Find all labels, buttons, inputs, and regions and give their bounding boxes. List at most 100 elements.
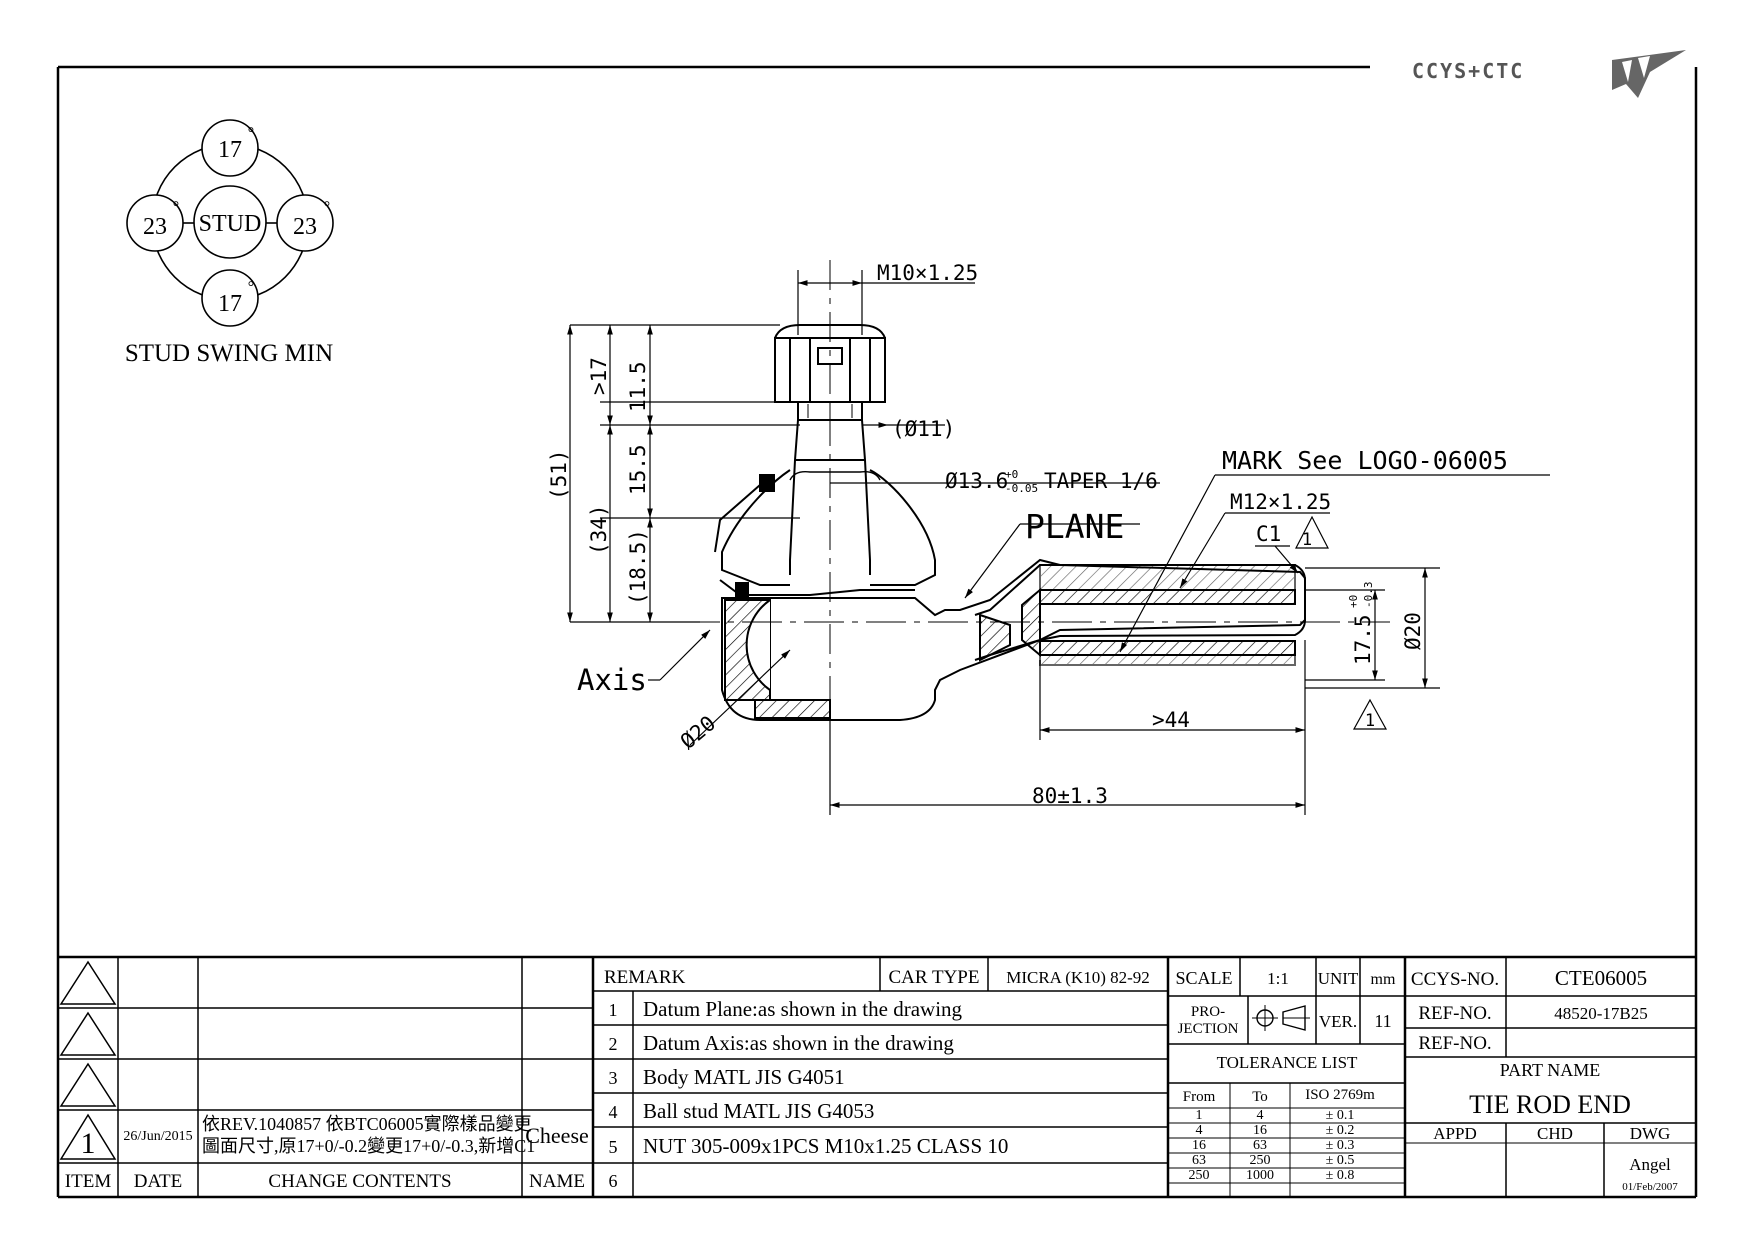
- dim-gt44: >44: [1152, 708, 1190, 732]
- swing-bottom-angle: 17: [218, 291, 242, 317]
- remark-text: Datum Plane:as shown in the drawing: [643, 997, 963, 1021]
- remark-no: 1: [609, 1000, 618, 1020]
- car-type-value: MICRA (K10) 82-92: [1006, 968, 1150, 987]
- tie-rod-end-drawing: [680, 260, 1390, 760]
- dim-ball-dia: Ø20: [676, 711, 720, 754]
- header-date: DATE: [134, 1171, 183, 1192]
- dim-gt17: >17: [587, 357, 611, 395]
- rev-date: 26/Jun/2015: [123, 1129, 192, 1144]
- swing-caption: STUD SWING MIN: [125, 340, 333, 367]
- dim-plane-label: PLANE: [1025, 507, 1124, 546]
- company-logo: CCYS+CTC: [1412, 50, 1686, 98]
- remark-text: NUT 305-009x1PCS M10x1.25 CLASS 10: [643, 1134, 1008, 1158]
- rev-mark: 1: [81, 1127, 96, 1160]
- tol-from: 16: [1192, 1138, 1206, 1153]
- swing-center-label: STUD: [199, 211, 262, 237]
- tol-to: 63: [1253, 1138, 1267, 1153]
- ccys-no-label: CCYS-NO.: [1411, 969, 1499, 990]
- dim-h51: (51): [547, 449, 571, 500]
- chd-label: CHD: [1537, 1124, 1573, 1143]
- swing-top-angle: 17: [218, 137, 242, 163]
- rev-content-line2: 圖面尺寸,原17+0/-0.2變更17+0/-0.3,新增C1: [202, 1136, 535, 1156]
- dim-taper-dia: Ø13.6: [945, 469, 1008, 493]
- appd-label: APPD: [1433, 1124, 1476, 1143]
- dim-d17-5-upper: +0: [1347, 595, 1360, 608]
- dim-dia11: (Ø11): [892, 417, 955, 441]
- deg-mark: °: [248, 279, 254, 296]
- remark-no: 6: [609, 1171, 618, 1191]
- projection-label-2: JECTION: [1178, 1021, 1239, 1037]
- tol-value: ± 0.3: [1326, 1138, 1355, 1153]
- ccys-no-value: CTE06005: [1555, 966, 1647, 990]
- tol-value: ± 0.2: [1326, 1123, 1355, 1138]
- tol-from: 250: [1189, 1168, 1210, 1183]
- header-change-contents: CHANGE CONTENTS: [268, 1171, 451, 1192]
- ref-no-label-2: REF-NO.: [1418, 1033, 1491, 1054]
- swing-right-angle: 23: [293, 214, 317, 240]
- remark-text: Datum Axis:as shown in the drawing: [643, 1031, 954, 1055]
- part-name-label: PART NAME: [1500, 1060, 1600, 1080]
- dim-d20: Ø20: [1401, 612, 1425, 650]
- remark-label: REMARK: [604, 967, 686, 988]
- dwg-date: 01/Feb/2007: [1622, 1181, 1678, 1193]
- deg-mark: °: [173, 199, 179, 216]
- header-item: ITEM: [65, 1171, 112, 1192]
- tol-to: 1000: [1246, 1168, 1274, 1183]
- tolerance-title: TOLERANCE LIST: [1217, 1053, 1358, 1072]
- car-type-label: CAR TYPE: [889, 967, 980, 988]
- dim-d17-5: 17.5: [1351, 614, 1375, 665]
- remark-no: 2: [609, 1034, 618, 1054]
- unit-value: mm: [1371, 971, 1396, 988]
- dwg-label: DWG: [1630, 1124, 1671, 1143]
- dim-taper-label: TAPER 1/6: [1044, 469, 1158, 493]
- tol-from: 1: [1196, 1108, 1203, 1123]
- tol-from: 4: [1196, 1123, 1203, 1138]
- tol-to: 250: [1250, 1153, 1271, 1168]
- scale-value: 1:1: [1267, 969, 1289, 988]
- logo-text: CCYS+CTC: [1412, 59, 1524, 83]
- projection-label-1: PRO-: [1191, 1004, 1225, 1020]
- tol-header-to: To: [1252, 1089, 1268, 1105]
- tol-header-from: From: [1183, 1089, 1216, 1105]
- deg-mark: °: [324, 199, 330, 216]
- remark-no: 4: [609, 1102, 618, 1122]
- deg-mark: °: [248, 125, 254, 142]
- dim-h15-5: 15.5: [626, 444, 650, 495]
- tol-from: 63: [1192, 1153, 1206, 1168]
- ver-value: 11: [1374, 1011, 1391, 1031]
- dim-axis-label: Axis: [577, 663, 647, 697]
- dim-c1: C1: [1256, 522, 1281, 546]
- ver-label: VER.: [1319, 1012, 1357, 1031]
- dim-len80: 80±1.3: [1032, 784, 1108, 808]
- ref-no-label: REF-NO.: [1418, 1003, 1491, 1024]
- ref-no-value: 48520-17B25: [1554, 1004, 1648, 1023]
- dim-body-thread: M12×1.25: [1230, 490, 1331, 514]
- dim-stud-thread: M10×1.25: [877, 261, 978, 285]
- remark-no: 3: [609, 1068, 618, 1088]
- dwg-by: Angel: [1629, 1155, 1671, 1174]
- swing-left-angle: 23: [143, 214, 167, 240]
- stud-swing-diagram: [126, 119, 334, 327]
- tol-to: 16: [1253, 1123, 1267, 1138]
- unit-label: UNIT: [1318, 969, 1359, 988]
- dim-h18-5: (18.5): [626, 529, 650, 605]
- tol-value: ± 0.8: [1326, 1168, 1355, 1183]
- dim-h34: (34): [587, 504, 611, 555]
- remark-text: Body MATL JIS G4051: [643, 1065, 845, 1089]
- part-name-value: TIE ROD END: [1469, 1090, 1631, 1119]
- title-block-grid: [58, 955, 1696, 1197]
- dim-h11-5: 11.5: [626, 361, 650, 412]
- dimension-lines: [567, 270, 1550, 815]
- tol-value: ± 0.1: [1326, 1108, 1355, 1123]
- remark-text: Ball stud MATL JIS G4053: [643, 1099, 874, 1123]
- dim-rev-symbol: 1: [1365, 711, 1375, 731]
- tol-header-iso: ISO 2769m: [1305, 1087, 1375, 1103]
- tol-value: ± 0.5: [1326, 1153, 1355, 1168]
- dim-taper-tol-upper: +0: [1005, 468, 1018, 481]
- header-name: NAME: [529, 1171, 585, 1192]
- dim-taper-tol-lower: -0.05: [1005, 482, 1038, 495]
- remark-no: 5: [609, 1137, 618, 1157]
- dim-mark-logo: MARK See LOGO-06005: [1222, 446, 1508, 475]
- tol-to: 4: [1257, 1108, 1264, 1123]
- dim-d17-5-lower: -0.3: [1362, 582, 1375, 609]
